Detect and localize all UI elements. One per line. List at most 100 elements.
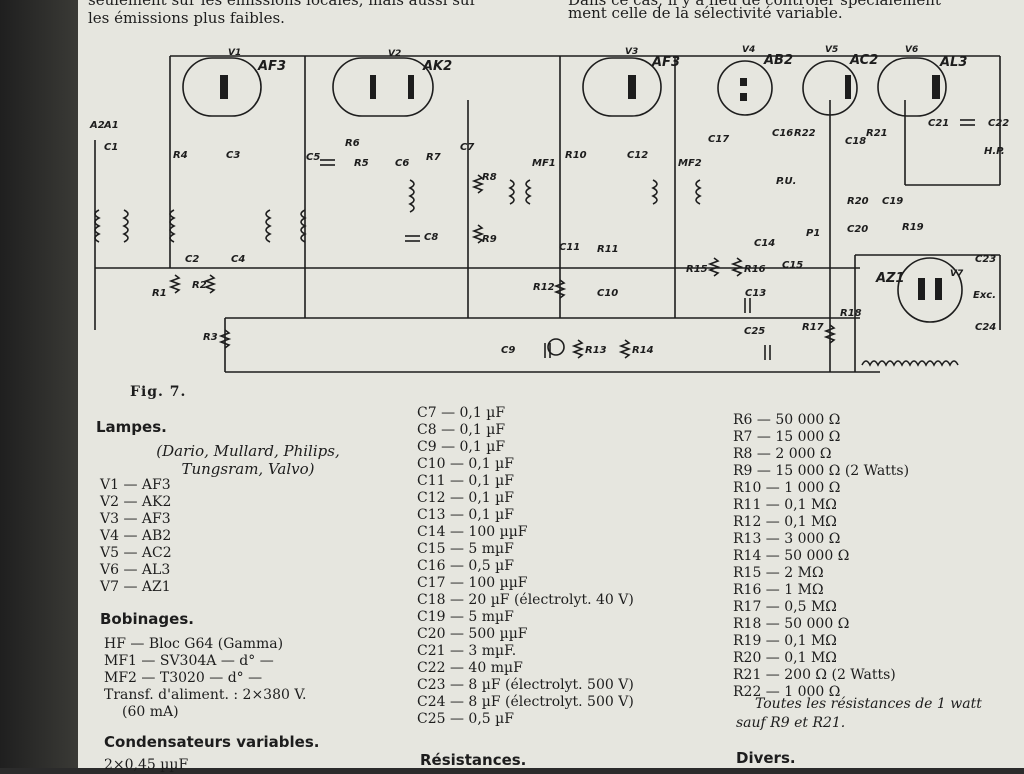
component-label: Exc.: [973, 290, 996, 301]
resistances-note-line1: Toutes les résistances de 1 watt: [755, 696, 982, 712]
component-label: C17: [708, 134, 729, 145]
component-label: C4: [231, 254, 245, 265]
component-label: C21: [928, 118, 949, 129]
divers-heading: Divers.: [736, 749, 796, 767]
condensateurs-variables-partial: 2×0,45 µµF: [104, 757, 189, 773]
component-label: R7: [426, 152, 441, 163]
component-label: C3: [226, 150, 240, 161]
list-item: R19 — 0,1 MΩ: [733, 633, 837, 649]
list-item: C16 — 0,5 µF: [417, 558, 514, 574]
figure-caption: Fig. 7.: [130, 384, 187, 400]
list-item: R22 — 1 000 Ω: [733, 684, 841, 700]
list-item: R14 — 50 000 Ω: [733, 548, 850, 564]
list-item: C15 — 5 mµF: [417, 541, 514, 557]
list-item: C18 — 20 µF (électrolyt. 40 V): [417, 592, 634, 608]
component-label: R13: [585, 345, 607, 356]
component-label: R11: [597, 244, 619, 255]
intro-right-line2: ment celle de la sélectivité variable.: [568, 4, 843, 22]
component-label: R22: [794, 128, 816, 139]
tube-label: AZ1: [875, 271, 905, 286]
valve-label: V1: [228, 48, 241, 58]
book-page: [78, 0, 1024, 768]
component-label: C2: [185, 254, 199, 265]
component-label: R20: [847, 196, 869, 207]
tube-label: AK2: [422, 59, 452, 74]
lampes-list: V1 — AF3 V2 — AK2 V3 — AF3 V4 — AB2 V5 —…: [100, 477, 172, 596]
component-label: C5: [306, 152, 320, 163]
component-label: C24: [975, 322, 996, 333]
bobinages-list: HF — Bloc G64 (Gamma) MF1 — SV304A — d° …: [104, 636, 306, 721]
list-item: C7 — 0,1 µF: [417, 405, 506, 421]
list-item: R10 — 1 000 Ω: [733, 480, 841, 496]
list-item: R17 — 0,5 MΩ: [733, 599, 837, 615]
valve-label: V3: [625, 47, 638, 57]
component-label: C10: [597, 288, 618, 299]
tube-label: AF3: [257, 59, 286, 74]
list-item: V6 — AL3: [100, 562, 171, 578]
condensateurs-list: C7 — 0,1 µF C8 — 0,1 µF C9 — 0,1 µF C10 …: [417, 405, 634, 728]
list-item: V1 — AF3: [100, 477, 171, 493]
valve-label: V2: [388, 49, 401, 59]
component-label: P.U.: [776, 176, 796, 187]
valve-label: V7: [950, 269, 964, 279]
list-item: R9 — 15 000 Ω (2 Watts): [733, 463, 910, 479]
component-label: C15: [782, 260, 803, 271]
component-label: C14: [754, 238, 775, 249]
component-label: R9: [482, 234, 497, 245]
valve-label: V6: [905, 45, 918, 55]
valve-label: V5: [825, 45, 838, 55]
component-label: R3: [203, 332, 218, 343]
list-item: R16 — 1 MΩ: [733, 582, 824, 598]
list-item: R11 — 0,1 MΩ: [733, 497, 837, 513]
list-item: C20 — 500 µµF: [417, 626, 528, 642]
list-item: R8 — 2 000 Ω: [733, 446, 832, 462]
list-item: MF1 — SV304A — d° —: [104, 653, 274, 669]
resistances-list: R6 — 50 000 Ω R7 — 15 000 Ω R8 — 2 000 Ω…: [733, 412, 909, 701]
resistances-note-line2: sauf R9 et R21.: [736, 715, 846, 731]
component-label: C6: [395, 158, 409, 169]
list-item: Transf. d'aliment. : 2×380 V.: [104, 687, 307, 703]
intro-left-line2: les émissions plus faibles.: [88, 9, 285, 27]
tube-label: AF3: [651, 55, 680, 70]
component-label: C13: [745, 288, 766, 299]
tube-label: AL3: [939, 55, 967, 70]
component-label: C16: [772, 128, 793, 139]
component-label: C11: [559, 242, 580, 253]
intro-left-line1: seulement sur les émissions locales, mai…: [88, 0, 477, 9]
list-item: V5 — AC2: [100, 545, 172, 561]
list-item: C24 — 8 µF (électrolyt. 500 V): [417, 694, 634, 710]
component-label: A2: [89, 120, 105, 131]
component-label: MF2: [678, 158, 702, 169]
list-item: R7 — 15 000 Ω: [733, 429, 841, 445]
component-label: R2: [192, 280, 207, 291]
list-item: V3 — AF3: [100, 511, 171, 527]
component-label: R15: [686, 264, 708, 275]
component-label: R14: [632, 345, 654, 356]
component-label: R18: [840, 308, 862, 319]
component-label: C18: [845, 136, 866, 147]
component-label: R16: [744, 264, 766, 275]
list-item: C11 — 0,1 µF: [417, 473, 514, 489]
component-label: C7: [460, 142, 474, 153]
list-item: R12 — 0,1 MΩ: [733, 514, 837, 530]
bobinages-heading: Bobinages.: [100, 610, 194, 628]
component-label: H.P.: [984, 146, 1005, 157]
list-item: C13 — 0,1 µF: [417, 507, 514, 523]
list-item: V4 — AB2: [100, 528, 172, 544]
list-item: R15 — 2 MΩ: [733, 565, 824, 581]
list-item: C19 — 5 mµF: [417, 609, 514, 625]
component-label: C23: [975, 254, 996, 265]
list-item: C22 — 40 mµF: [417, 660, 523, 676]
component-label: C8: [424, 232, 438, 243]
component-label: MF1: [532, 158, 556, 169]
list-item: R21 — 200 Ω (2 Watts): [733, 667, 896, 683]
list-item: HF — Bloc G64 (Gamma): [104, 636, 284, 652]
list-item: C23 — 8 µF (électrolyt. 500 V): [417, 677, 634, 693]
intro-right-line1: Dans ce cas, il y a lieu de contrôler sp…: [568, 0, 941, 9]
list-item: R13 — 3 000 Ω: [733, 531, 841, 547]
list-item: (60 mA): [122, 704, 179, 720]
list-item: R18 — 50 000 Ω: [733, 616, 850, 632]
component-label: C22: [988, 118, 1009, 129]
condensateurs-variables-heading: Condensateurs variables.: [104, 733, 320, 751]
